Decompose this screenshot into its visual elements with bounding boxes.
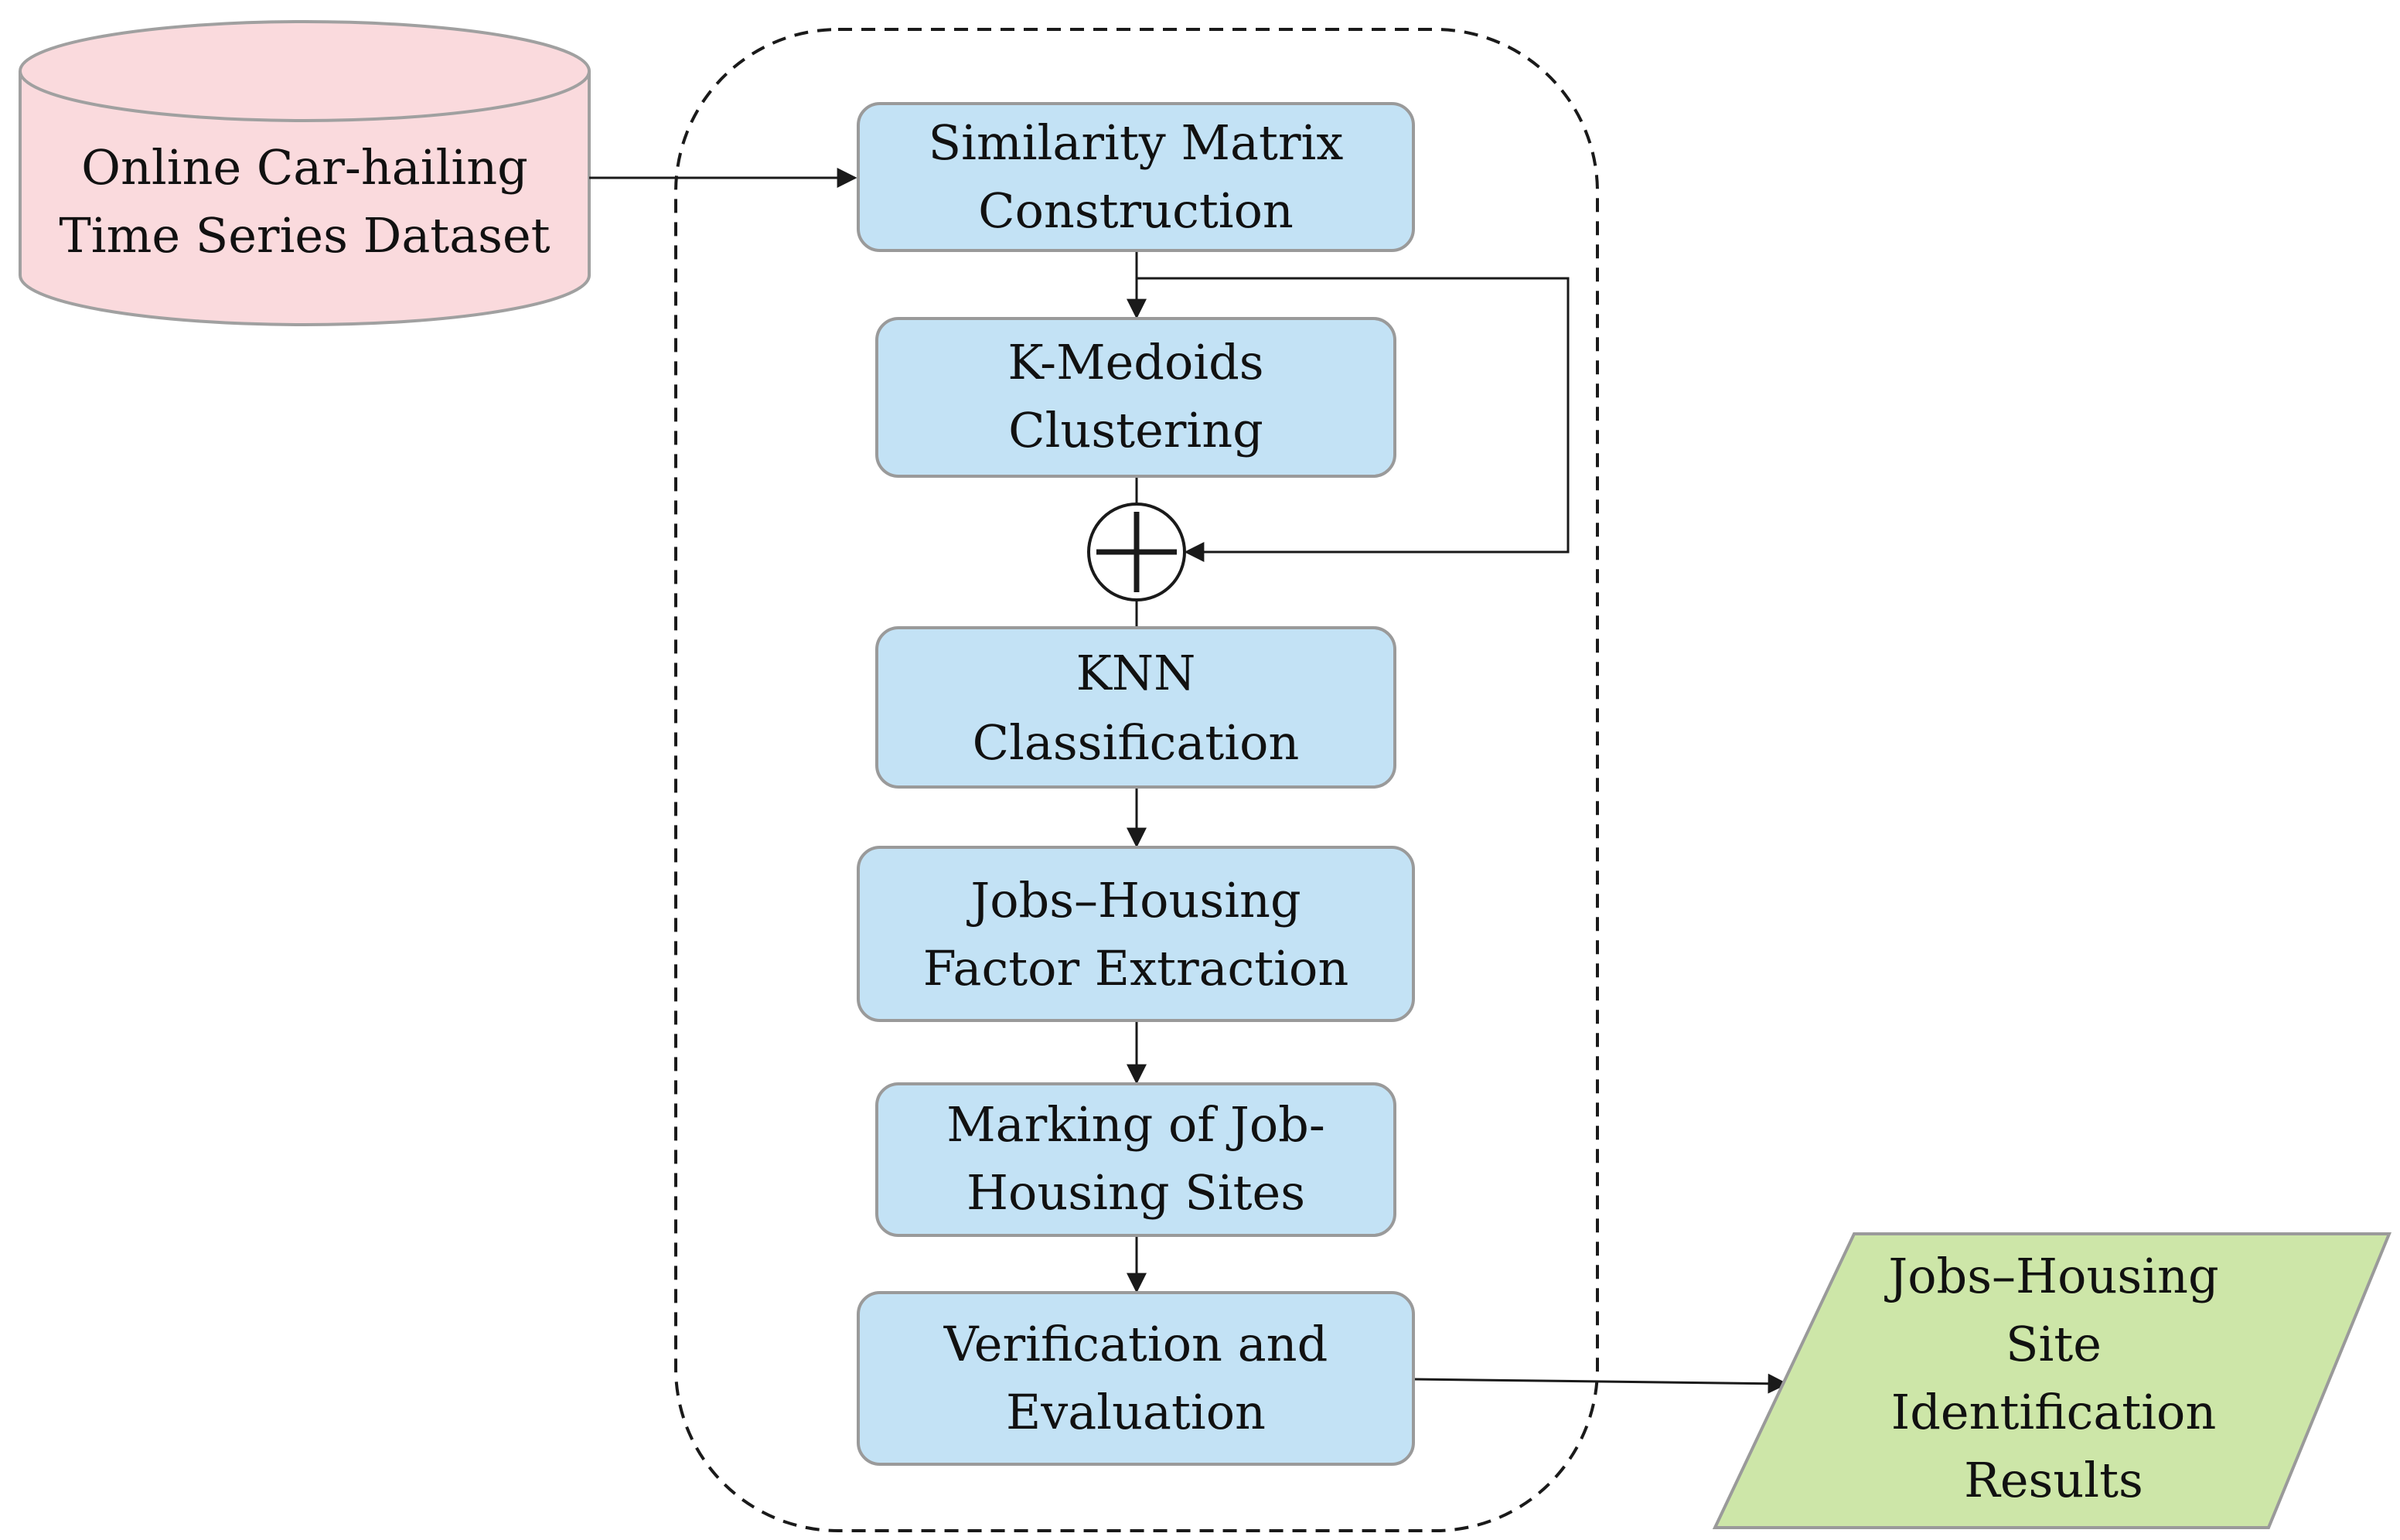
bypass-similarity-to-combine <box>1137 277 1570 562</box>
step-factor-line1: Jobs–Housing <box>966 872 1301 928</box>
step-factor-box <box>857 846 1415 1022</box>
process-boundary <box>674 28 1599 1532</box>
step-verification-line1: Verification and <box>943 1316 1328 1372</box>
step-similarity-box <box>857 102 1415 252</box>
result-shape <box>1712 1232 2391 1529</box>
step-kmedoids: K-Medoids Clustering <box>875 317 1396 478</box>
result-line2: Site <box>2006 1316 2102 1372</box>
dataset-cylinder-top <box>19 20 591 122</box>
step-knn-line2: Classification <box>973 714 1300 771</box>
step-marking-line2: Housing Sites <box>966 1164 1305 1221</box>
step-similarity-line2: Construction <box>978 182 1294 239</box>
step-marking-box <box>875 1082 1396 1237</box>
step-verification-line2: Evaluation <box>1006 1384 1266 1440</box>
step-verification: Verification and Evaluation <box>857 1291 1415 1466</box>
step-marking-line1: Marking of Job- <box>946 1096 1325 1153</box>
step-similarity-line1: Similarity Matrix <box>929 114 1344 171</box>
dataset-cylinder: Online Car-hailing Time Series Dataset <box>19 20 591 326</box>
circled-plus-icon <box>1087 503 1186 601</box>
step-marking: Marking of Job- Housing Sites <box>875 1082 1396 1237</box>
dataset-label-line2: Time Series Dataset <box>59 207 550 264</box>
connectors <box>589 168 1788 1394</box>
result-line1: Jobs–Housing <box>1884 1248 2218 1304</box>
step-verification-box <box>857 1291 1415 1466</box>
step-factor-line2: Factor Extraction <box>923 940 1349 997</box>
step-factor-extraction: Jobs–Housing Factor Extraction <box>857 846 1415 1022</box>
result-line4: Results <box>1964 1452 2143 1508</box>
step-kmedoids-line1: K-Medoids <box>1007 334 1263 390</box>
step-similarity-matrix: Similarity Matrix Construction <box>857 102 1415 252</box>
dataset-cylinder-body <box>19 71 591 326</box>
step-kmedoids-box <box>875 317 1396 478</box>
step-knn: KNN Classification <box>875 626 1396 789</box>
result-line3: Identification <box>1891 1384 2217 1440</box>
result-parallelogram: Jobs–Housing Site Identification Results <box>1712 1232 2391 1529</box>
step-kmedoids-line2: Clustering <box>1008 402 1263 458</box>
arrow-verification-to-result <box>1413 1373 1788 1394</box>
step-knn-line1: KNN <box>1076 645 1196 701</box>
dataset-label-line1: Online Car-hailing <box>81 139 528 196</box>
step-knn-box <box>875 626 1396 789</box>
